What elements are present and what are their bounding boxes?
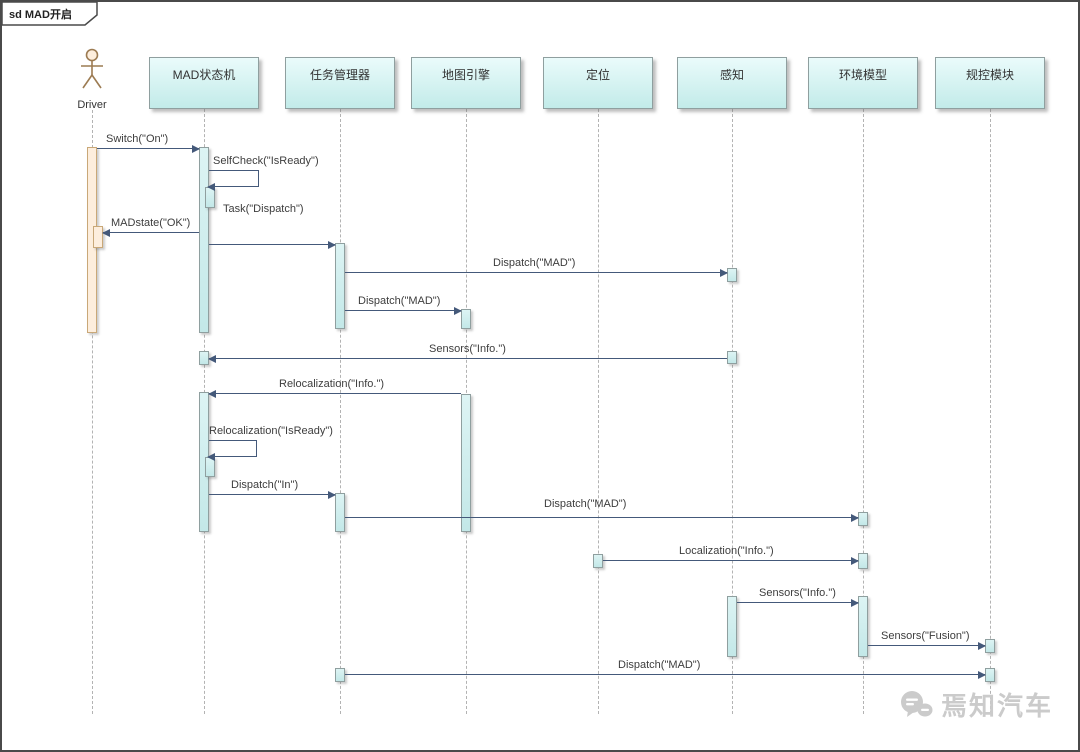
message-label: Switch("On")	[106, 133, 169, 145]
activation-map-engine-1	[461, 309, 471, 329]
lifeline-label: 环境模型	[838, 68, 887, 82]
activation-planning-1	[985, 639, 995, 653]
message-arrow-dispatch-in	[209, 491, 336, 499]
diagram-title: sd MAD开启	[9, 9, 72, 21]
message-arrow-task-dispatch	[209, 241, 336, 249]
activation-planning-2	[985, 668, 995, 682]
message-self-relocalization	[207, 440, 257, 461]
actor-label: Driver	[77, 99, 107, 111]
lifeline-head-environment-model: 环境模型	[808, 57, 918, 109]
message-label: Sensors("Info.")	[759, 587, 836, 599]
lifeline-head-perception: 感知	[677, 57, 787, 109]
message-label: Task("Dispatch")	[223, 203, 304, 215]
lifeline-label: 地图引擎	[441, 68, 490, 82]
lifeline-environment-model	[863, 109, 864, 714]
lifeline-localization	[598, 109, 599, 714]
lifeline-label: 定位	[585, 68, 610, 82]
lifeline-driver	[92, 110, 93, 714]
activation-perception-2	[727, 351, 737, 364]
activation-driver-nested	[93, 226, 103, 248]
lifeline-label: 规控模块	[965, 68, 1014, 82]
frame-tab-shape	[2, 2, 98, 26]
lifeline-perception	[732, 109, 733, 714]
message-arrow-dispatch-mad-perception	[345, 269, 728, 277]
activation-task-manager-1	[335, 243, 345, 329]
lifeline-label: 任务管理器	[309, 68, 370, 82]
lifeline-head-mad-state-machine: MAD状态机	[149, 57, 259, 109]
actor-icon	[81, 48, 103, 89]
lifeline-task-manager	[340, 109, 341, 714]
frame-title-tab: sd MAD开启	[2, 2, 98, 26]
lifeline-planning-control	[990, 109, 991, 714]
activation-perception-3	[727, 596, 737, 657]
message-label: SelfCheck("IsReady")	[213, 155, 319, 167]
message-arrow-dispatch-mad-env	[345, 514, 859, 522]
lifeline-label: 感知	[719, 68, 744, 82]
message-label: Sensors("Info.")	[429, 343, 506, 355]
message-arrow-sensors-fusion	[868, 642, 986, 650]
watermark: 焉知汽车	[898, 686, 1053, 723]
watermark-text: 焉知汽车	[941, 691, 1054, 721]
lifeline-head-planning-control: 规控模块	[935, 57, 1045, 109]
activation-perception-1	[727, 268, 737, 282]
message-arrow-sensors-info-mad	[208, 355, 727, 363]
activation-task-manager-2	[335, 493, 345, 532]
lifeline-head-localization: 定位	[543, 57, 653, 109]
actor-driver: Driver	[76, 48, 108, 111]
message-label: Sensors("Fusion")	[881, 630, 970, 642]
lifeline-label: MAD状态机	[172, 68, 236, 82]
lifeline-head-map-engine: 地图引擎	[411, 57, 521, 109]
lifeline-head-task-manager: 任务管理器	[285, 57, 395, 109]
activation-task-manager-3	[335, 668, 345, 682]
message-label: Dispatch("MAD")	[493, 257, 576, 269]
message-label: MADstate("OK")	[111, 217, 191, 229]
message-arrow-dispatch-mad-map	[345, 307, 462, 315]
message-arrow-switch-on	[97, 145, 200, 153]
message-label: Dispatch("In")	[231, 479, 299, 491]
activation-map-engine-2	[461, 394, 471, 532]
message-label: Dispatch("MAD")	[618, 659, 701, 671]
activation-env-model-1	[858, 512, 868, 526]
activation-mad-main	[199, 147, 209, 333]
message-label: Dispatch("MAD")	[544, 498, 627, 510]
watermark-logo-icon	[901, 690, 933, 717]
message-arrow-localization-info	[603, 557, 859, 565]
message-arrow-relocalization-info	[208, 390, 461, 398]
message-arrow-dispatch-mad-planning	[345, 671, 986, 679]
message-label: Relocalization("Info.")	[279, 378, 385, 390]
activation-env-model-3	[858, 596, 868, 657]
message-arrow-sensors-info-env	[737, 599, 859, 607]
message-label: Relocalization("IsReady")	[209, 425, 333, 437]
message-self-selfcheck	[207, 170, 259, 191]
activation-localization-1	[593, 554, 603, 568]
message-arrow-madstate-ok	[102, 229, 199, 237]
message-label: Dispatch("MAD")	[358, 295, 441, 307]
message-label: Localization("Info.")	[679, 545, 774, 557]
activation-env-model-2	[858, 553, 868, 569]
